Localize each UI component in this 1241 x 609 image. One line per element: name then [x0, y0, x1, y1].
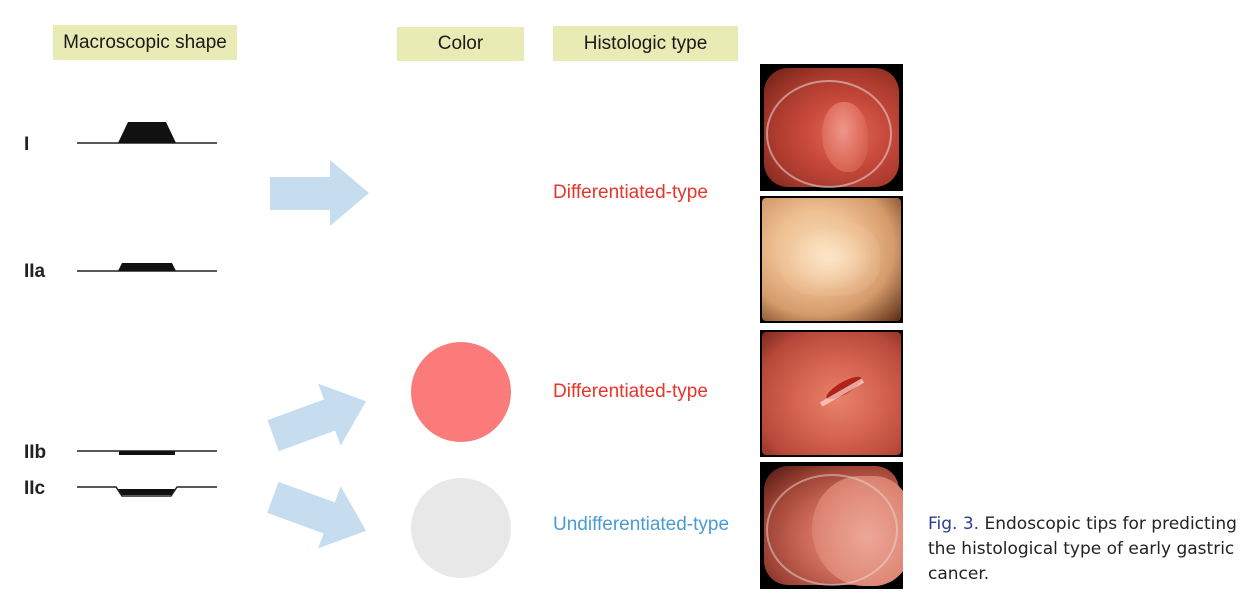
shape-i-profile: [77, 122, 217, 144]
arrow-lower: [267, 481, 367, 549]
shape-label-iic: IIc: [24, 478, 46, 499]
header-macroscopic-shape: Macroscopic shape: [53, 25, 237, 60]
color-swatch-reddish: [411, 342, 511, 442]
endoscopic-image-type-iic: [760, 462, 903, 589]
header-histologic-type: Histologic type: [553, 26, 738, 61]
shape-iic-profile: [77, 486, 217, 497]
figure-caption: Fig. 3. Endoscopic tips for predicting t…: [928, 512, 1238, 587]
endoscopic-image-type-iib: [760, 330, 903, 457]
histologic-type-1: Differentiated-type: [553, 182, 708, 203]
shape-iia-profile: [77, 263, 217, 272]
endoscopic-image-type-i: [760, 64, 903, 191]
figure-caption-text: Endoscopic tips for predicting the histo…: [928, 514, 1237, 584]
shape-iib-profile: [77, 450, 217, 455]
color-swatch-whitish: [411, 478, 511, 578]
header-macroscopic-shape-label: Macroscopic shape: [63, 31, 227, 53]
histologic-type-3: Undifferentiated-type: [553, 514, 730, 535]
shape-label-iia: IIa: [24, 261, 46, 282]
header-color: Color: [397, 27, 524, 61]
histologic-type-2: Differentiated-type: [553, 381, 708, 402]
figure-number: Fig. 3.: [928, 514, 980, 534]
header-color-label: Color: [437, 33, 484, 54]
arrow-upper: [270, 160, 369, 226]
header-histologic-type-label: Histologic type: [583, 32, 708, 54]
shape-label-i: I: [24, 134, 30, 155]
arrow-middle: [267, 383, 367, 452]
shape-label-iib: IIb: [24, 442, 47, 463]
endoscopic-image-type-iia: [760, 196, 903, 323]
